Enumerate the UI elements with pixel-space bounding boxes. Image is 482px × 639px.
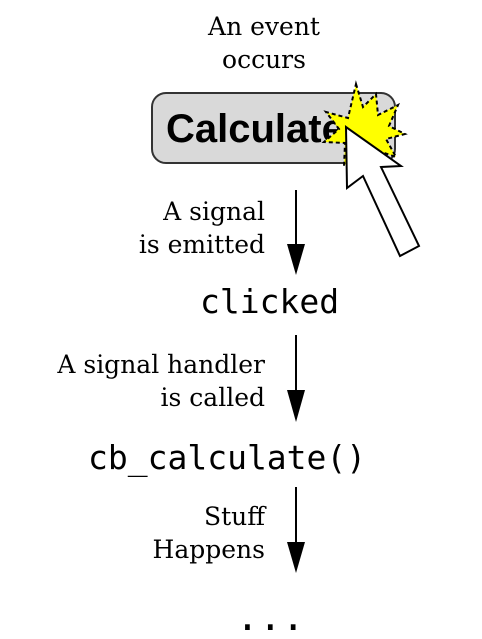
down-arrow-icon-3 — [287, 487, 305, 573]
result-caption-line-1: Stuff — [203, 502, 265, 531]
signal-caption-line-1: A signal — [163, 197, 265, 226]
signal-name: clicked — [200, 282, 340, 321]
calculate-button[interactable]: Calculate — [151, 92, 396, 164]
calculate-button-label: Calculate — [166, 107, 344, 151]
event-caption-line-2: occurs — [222, 45, 306, 74]
handler-caption-line-2: is called — [160, 383, 265, 412]
handler-caption: A signal handler is called — [6, 348, 265, 414]
event-caption: An event occurs — [170, 10, 358, 76]
down-arrow-icon-2 — [287, 335, 305, 422]
handler-caption-line-1: A signal handler — [57, 350, 265, 379]
ellipsis: ... — [236, 595, 305, 639]
result-caption-line-2: Happens — [152, 535, 265, 564]
event-caption-line-1: An event — [208, 12, 320, 41]
handler-name: cb_calculate() — [88, 438, 367, 477]
signal-caption-line-2: is emitted — [138, 230, 265, 259]
signal-caption: A signal is emitted — [92, 195, 265, 261]
result-caption: Stuff Happens — [102, 500, 265, 566]
down-arrow-icon-1 — [287, 190, 305, 275]
